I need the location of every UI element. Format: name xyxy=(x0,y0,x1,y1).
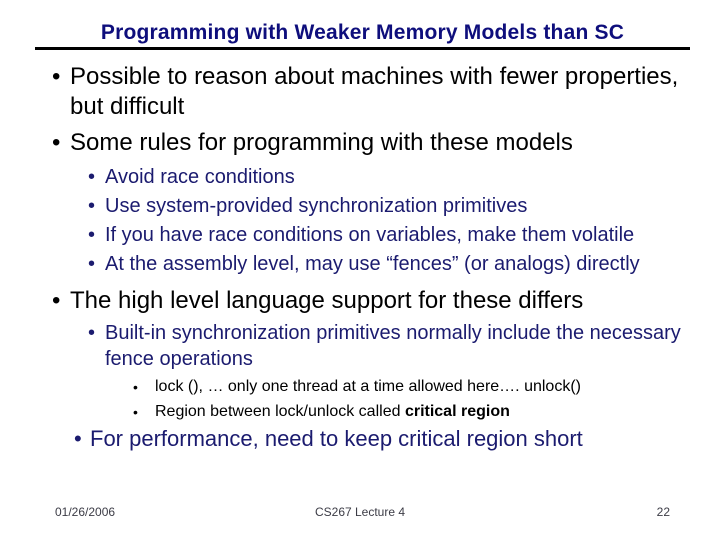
bullet-text: Built-in synchronization primitives norm… xyxy=(105,322,681,370)
bullet-icon: • xyxy=(52,129,61,156)
bullet-icon: • xyxy=(52,287,61,314)
bullet-some-rules: • Some rules for programming with these … xyxy=(0,128,720,158)
bullet-icon: • xyxy=(74,426,82,451)
bullet-icon: • xyxy=(88,224,96,246)
bullet-icon: • xyxy=(133,379,138,395)
bullet-icon: • xyxy=(88,195,96,217)
bullet-avoid-race: • Avoid race conditions xyxy=(0,164,720,190)
bullet-critical-region: • Region between lock/unlock called crit… xyxy=(0,400,720,424)
bullet-use-system-provided: • Use system-provided synchronization pr… xyxy=(0,193,720,219)
bullet-icon: • xyxy=(88,253,96,275)
title-block: Programming with Weaker Memory Models th… xyxy=(35,21,690,50)
title-underline xyxy=(35,47,690,50)
bullet-builtin-sync: • Built-in synchronization primitives no… xyxy=(0,320,720,372)
footer-date: 01/26/2006 xyxy=(55,505,116,519)
bullet-lock-unlock: • lock (), … only one thread at a time a… xyxy=(0,375,720,399)
slide-title: Programming with Weaker Memory Models th… xyxy=(100,21,625,44)
slide-body: • Possible to reason about machines with… xyxy=(0,62,720,452)
bullet-text: Region between lock/unlock called critic… xyxy=(155,400,510,424)
bullet-icon: • xyxy=(52,63,61,90)
bullet-icon: • xyxy=(88,166,96,188)
bullet-text: Possible to reason about machines with f… xyxy=(70,63,679,120)
bullet-performance: • For performance, need to keep critical… xyxy=(0,426,720,452)
footer-page-number: 22 xyxy=(656,505,670,519)
bullet-text: At the assembly level, may use “fences” … xyxy=(105,253,640,275)
bullet-possible-to-reason: • Possible to reason about machines with… xyxy=(0,62,720,122)
bullet-icon: • xyxy=(88,322,96,344)
bullet-text: Use system-provided synchronization prim… xyxy=(105,195,528,217)
bullet-high-level-language: • The high level language support for th… xyxy=(0,286,720,316)
bullet-fences: • At the assembly level, may use “fences… xyxy=(0,251,720,277)
critical-region-bold: critical region xyxy=(404,403,510,420)
bullet-text: The high level language support for thes… xyxy=(70,287,584,314)
footer-lecture: CS267 Lecture 4 xyxy=(314,505,406,519)
bullet-text: lock (), … only one thread at a time all… xyxy=(155,378,581,395)
slide-footer: 01/26/2006 CS267 Lecture 4 22 xyxy=(0,504,720,520)
bullet-text: Avoid race conditions xyxy=(105,166,295,188)
bullet-text: Some rules for programming with these mo… xyxy=(70,129,573,156)
bullet-volatile: • If you have race conditions on variabl… xyxy=(0,222,720,248)
bullet-text: If you have race conditions on variables… xyxy=(105,224,635,246)
bullet-text: For performance, need to keep critical r… xyxy=(90,426,583,451)
critical-region-prefix: Region between lock/unlock called xyxy=(155,403,405,420)
bullet-icon: • xyxy=(133,404,138,420)
